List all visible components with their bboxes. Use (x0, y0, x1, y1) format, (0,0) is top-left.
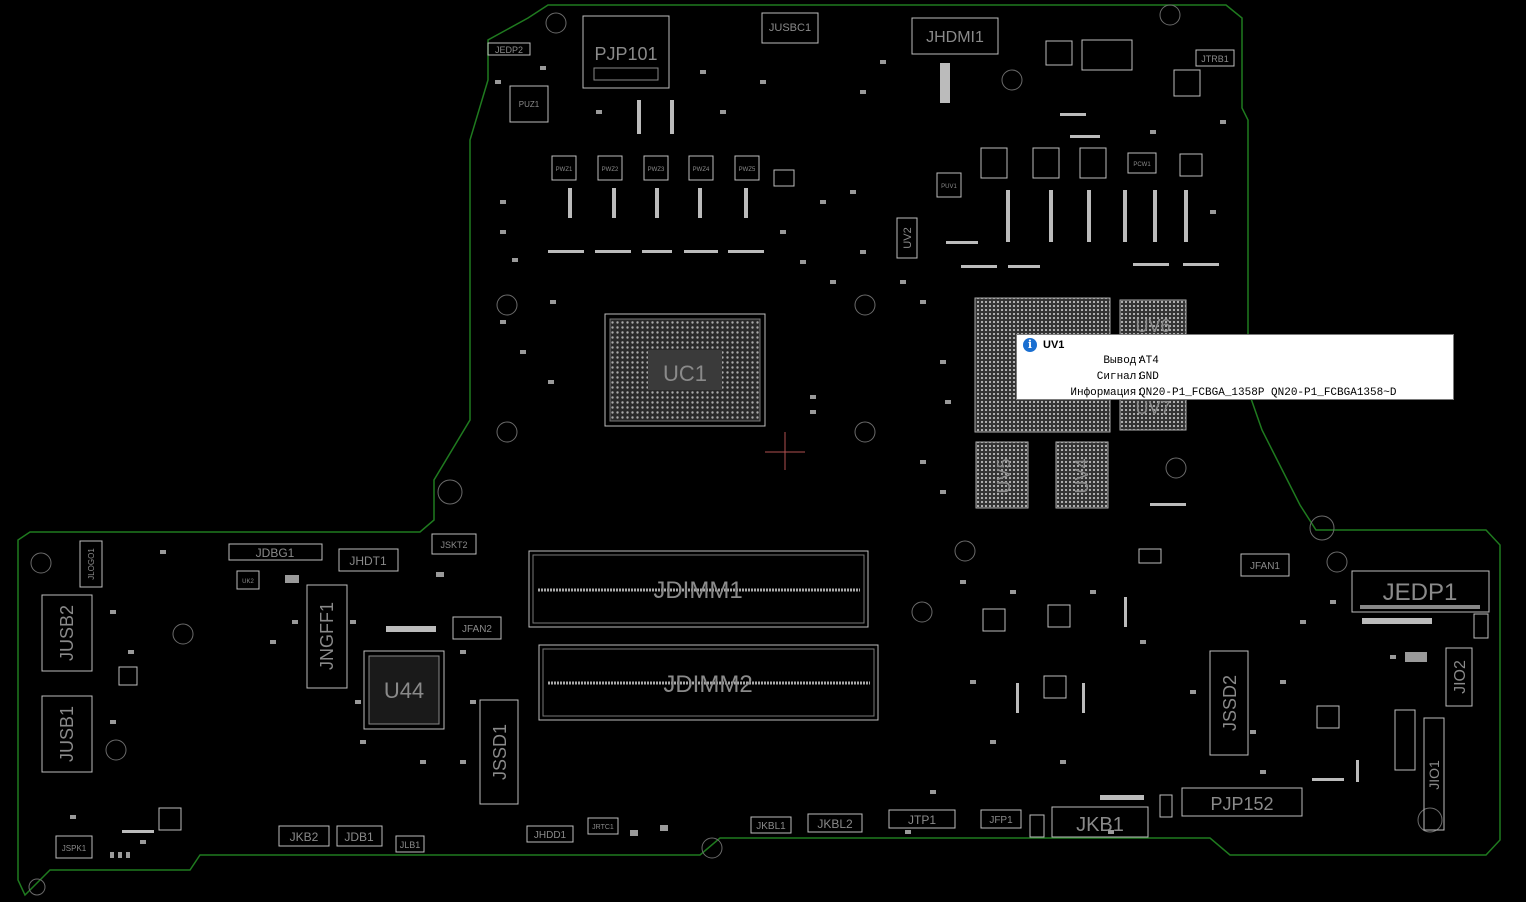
passive-pads (70, 60, 1427, 858)
small-components[interactable]: JEDP2 JUSBC1 JTRB1 PUZ1 JDBG1 JHDT1 JSKT… (55, 12, 1290, 859)
jusb1-connector[interactable]: JUSB1 (41, 695, 93, 773)
jdimm2-label: JDIMM2 (663, 671, 752, 698)
tooltip-title: UV1 (1043, 339, 1065, 351)
tooltip-key-pin: Вывод: (1103, 355, 1143, 367)
uv5-label: UV5 (994, 458, 1014, 493)
uv2-label: UV2 (902, 227, 914, 248)
jdb1-label: JDB1 (344, 830, 374, 844)
jngff1-label: JNGFF1 (317, 602, 337, 670)
jtrb1-label: JTRB1 (1201, 54, 1229, 64)
jkb1-label: JKB1 (1076, 814, 1124, 836)
puv1-label: PUV1 (941, 184, 957, 190)
jkb1-connector[interactable]: JKB1 (1051, 806, 1149, 838)
uv7-label: UV7 (1135, 398, 1170, 418)
uc1-label: UC1 (663, 361, 707, 386)
jskt2-label: JSKT2 (440, 540, 467, 550)
jtp1-label: JTP1 (908, 813, 936, 827)
jngff1-connector[interactable]: JNGFF1 (306, 584, 348, 689)
jusb1-label: JUSB1 (57, 706, 77, 762)
jdbg1-label: JDBG1 (256, 546, 295, 560)
pjp101-connector[interactable]: PJP101 (582, 15, 670, 89)
tooltip-value-pin: AT4 (1139, 355, 1159, 367)
jedp1-connector[interactable]: JEDP1 (1351, 570, 1490, 613)
tooltip-value-info: QN20-P1_FCBGA_1358P QN20-P1_FCBGA1358~D (1139, 387, 1397, 399)
uv4-label: UV4 (1072, 458, 1092, 493)
jio1-connector[interactable]: JIO1 (1423, 717, 1445, 831)
tooltip-key-info: Информация: (1070, 387, 1143, 399)
jspk1-label: JSPK1 (62, 844, 87, 853)
tooltip-row-info: Информация: QN20-P1_FCBGA_1358P QN20-P1_… (1017, 385, 1455, 401)
jhdd1-label: JHDD1 (534, 830, 567, 841)
jusbc1-label: JUSBC1 (769, 22, 811, 34)
pjp152-label: PJP152 (1210, 794, 1273, 814)
jlogo1-label: JLOGO1 (87, 548, 96, 580)
jhdmi1-connector[interactable]: JHDMI1 (911, 17, 999, 55)
puz1-label: PUZ1 (519, 100, 540, 109)
uv5-memory[interactable]: UV5 (975, 441, 1029, 509)
inductor-bars (122, 63, 1432, 833)
jfan1-label: JFAN1 (1250, 561, 1280, 572)
uv6-label: UV6 (1135, 316, 1170, 336)
pjp152-connector[interactable]: PJP152 (1181, 787, 1303, 817)
jfan2-label: JFAN2 (462, 624, 492, 635)
jhdt1-label: JHDT1 (349, 554, 387, 568)
jhdmi1-label: JHDMI1 (926, 29, 984, 46)
uk2-label: UK2 (242, 579, 254, 585)
jusb2-label: JUSB2 (57, 605, 77, 661)
component-info-tooltip: i UV1 Вывод: AT4 Сигнал: GND Информация:… (1016, 334, 1454, 400)
jusb2-connector[interactable]: JUSB2 (41, 594, 93, 672)
pwz5-label: PWZ5 (739, 167, 756, 173)
jio2-label: JIO2 (1452, 660, 1469, 694)
jkbl2-label: JKBL2 (817, 817, 853, 831)
uv6-memory[interactable]: UV6 (1119, 299, 1187, 337)
crosshair-cursor (765, 432, 805, 470)
tooltip-key-signal: Сигнал: (1096, 371, 1143, 383)
uc1-cpu[interactable]: UC1 (604, 313, 766, 427)
uv7-memory[interactable]: UV7 (1119, 395, 1187, 431)
jkb2-label: JKB2 (290, 830, 319, 844)
jkbl1-label: JKBL1 (756, 821, 786, 832)
jio2-connector[interactable]: JIO2 (1445, 647, 1473, 707)
pwz1-label: PWZ1 (556, 167, 573, 173)
u44-chip[interactable]: U44 (363, 650, 445, 730)
pjp101-label: PJP101 (594, 44, 657, 64)
uv4-memory[interactable]: UV4 (1055, 441, 1109, 509)
jio1-label: JIO1 (1426, 760, 1442, 790)
jdimm1-label: JDIMM1 (653, 577, 742, 604)
jlb1-label: JLB1 (400, 840, 421, 850)
pwz3-label: PWZ3 (648, 167, 665, 173)
jssd2-label: JSSD2 (1220, 675, 1240, 731)
jssd2-connector[interactable]: JSSD2 (1209, 650, 1249, 756)
misc-chips (118, 39, 1489, 838)
uv2-chip[interactable]: UV2 (896, 217, 918, 259)
pwz2-label: PWZ2 (602, 167, 619, 173)
board-outline (17, 4, 1501, 897)
jedp2-label: JEDP2 (495, 45, 523, 55)
pcw1-label: PCW1 (1133, 162, 1151, 168)
pwz4-label: PWZ4 (693, 167, 710, 173)
jdimm1-slot[interactable]: JDIMM1 (528, 550, 869, 628)
jrtc1-label: JRTC1 (592, 824, 614, 831)
u44-label: U44 (384, 678, 424, 703)
info-icon: i (1023, 338, 1037, 352)
mounting-holes (28, 4, 1443, 896)
tooltip-value-signal: GND (1139, 371, 1159, 383)
jssd1-label: JSSD1 (490, 724, 510, 780)
tooltip-row-pin: Вывод: AT4 (1017, 353, 1455, 369)
jdimm2-slot[interactable]: JDIMM2 (538, 644, 879, 721)
jssd1-connector[interactable]: JSSD1 (479, 699, 519, 805)
jedp1-label: JEDP1 (1383, 579, 1458, 606)
tooltip-row-signal: Сигнал: GND (1017, 369, 1455, 385)
jfp1-label: JFP1 (989, 815, 1013, 826)
